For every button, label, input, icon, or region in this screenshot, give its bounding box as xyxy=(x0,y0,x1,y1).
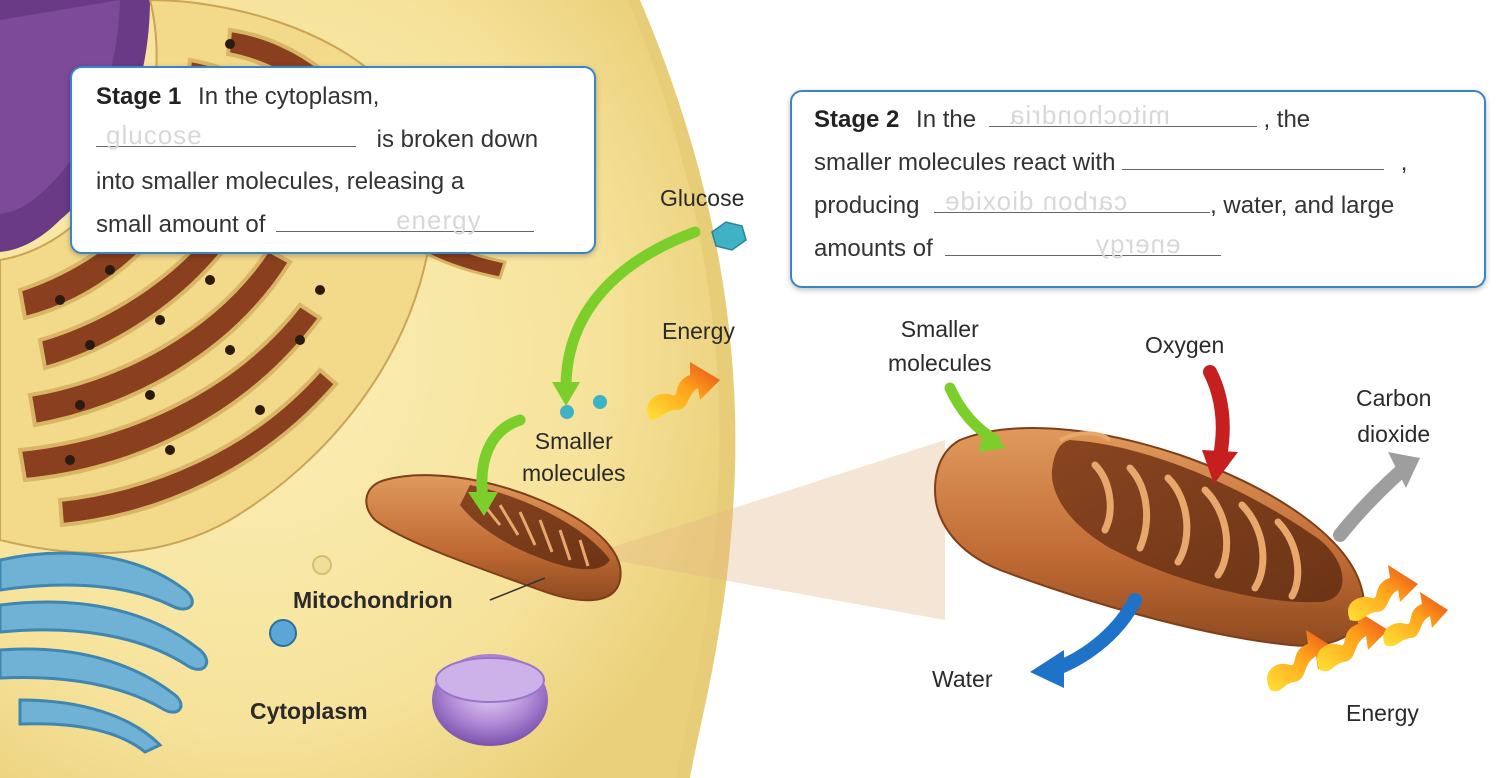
stage1-callout: Stage 1 In the cytoplasm, glucose is bro… xyxy=(70,66,596,254)
stage2-text1b: , the xyxy=(1263,106,1310,133)
stage2-answer1: mitochondria xyxy=(1009,102,1170,128)
stage2-text3a: producing xyxy=(814,192,919,219)
label-carbon-dioxide-2: dioxide xyxy=(1356,416,1431,452)
stage2-line1: Stage 2 In the mitochondria , the xyxy=(814,98,1484,141)
stage2-blank2[interactable] xyxy=(1122,141,1384,170)
stage1-blank1[interactable]: glucose xyxy=(96,118,356,147)
stage2-blank4[interactable]: energy xyxy=(945,227,1221,256)
stage2-callout: Stage 2 In the mitochondria , the smalle… xyxy=(790,90,1486,288)
stage1-answer2: energy xyxy=(396,207,482,233)
stage1-answer1: glucose xyxy=(106,122,203,148)
stage2-text2b: , xyxy=(1401,149,1408,176)
carbon-dioxide-arrow xyxy=(1340,452,1420,535)
stage2-line3: producing carbon dioxide , water, and la… xyxy=(814,184,1484,227)
stage2-line2: smaller molecules react with , xyxy=(814,141,1484,184)
label-energy-right: Energy xyxy=(1346,698,1419,728)
stage2-blank3[interactable]: carbon dioxide xyxy=(934,184,1210,213)
stage2-text4a: amounts of xyxy=(814,235,933,262)
label-oxygen: Oxygen xyxy=(1145,330,1224,360)
stage1-line1: Stage 1 In the cytoplasm, xyxy=(96,76,594,118)
stage1-text1: In the cytoplasm, xyxy=(198,83,379,110)
stage1-blank2[interactable]: energy xyxy=(276,203,534,232)
vacuole xyxy=(432,654,548,746)
stage2-line4: amounts of energy xyxy=(814,227,1484,270)
stage1-line2: glucose is broken down xyxy=(96,118,594,161)
large-mitochondrion xyxy=(935,428,1364,646)
label-smaller-molecules-right-2: molecules xyxy=(888,346,992,380)
stage1-heading: Stage 1 xyxy=(96,83,181,110)
stage1-text3: into smaller molecules, releasing a xyxy=(96,161,594,203)
stage2-text3b: , water, and large xyxy=(1210,192,1394,219)
label-mitochondrion: Mitochondrion xyxy=(293,585,453,615)
stage2-heading: Stage 2 xyxy=(814,106,899,133)
label-smaller-molecules-left: Smaller molecules xyxy=(522,425,626,489)
water-arrow xyxy=(1030,600,1135,688)
label-carbon-dioxide: Carbon dioxide xyxy=(1356,380,1431,452)
stage2-blank1[interactable]: mitochondria xyxy=(989,98,1257,127)
label-cytoplasm: Cytoplasm xyxy=(250,696,368,726)
glucose-molecule-icon xyxy=(712,222,746,250)
label-glucose: Glucose xyxy=(660,183,744,213)
stage1-text4: small amount of xyxy=(96,211,265,238)
label-smaller-molecules-right-1: Smaller xyxy=(888,312,992,346)
label-carbon-dioxide-1: Carbon xyxy=(1356,380,1431,416)
stage1-text2: is broken down xyxy=(377,126,538,153)
stage2-text2a: smaller molecules react with xyxy=(814,149,1115,176)
label-smaller-molecules-left-2: molecules xyxy=(522,457,626,489)
label-smaller-molecules-right: Smaller molecules xyxy=(888,312,992,380)
label-energy-left: Energy xyxy=(662,316,735,346)
label-smaller-molecules-left-1: Smaller xyxy=(522,425,626,457)
label-water: Water xyxy=(932,664,993,694)
stage2-answer4: energy xyxy=(1095,231,1181,257)
stage1-line4: small amount of energy xyxy=(96,203,594,246)
stage2-text1a: In the xyxy=(916,106,976,133)
stage2-answer3: carbon dioxide xyxy=(944,188,1127,214)
